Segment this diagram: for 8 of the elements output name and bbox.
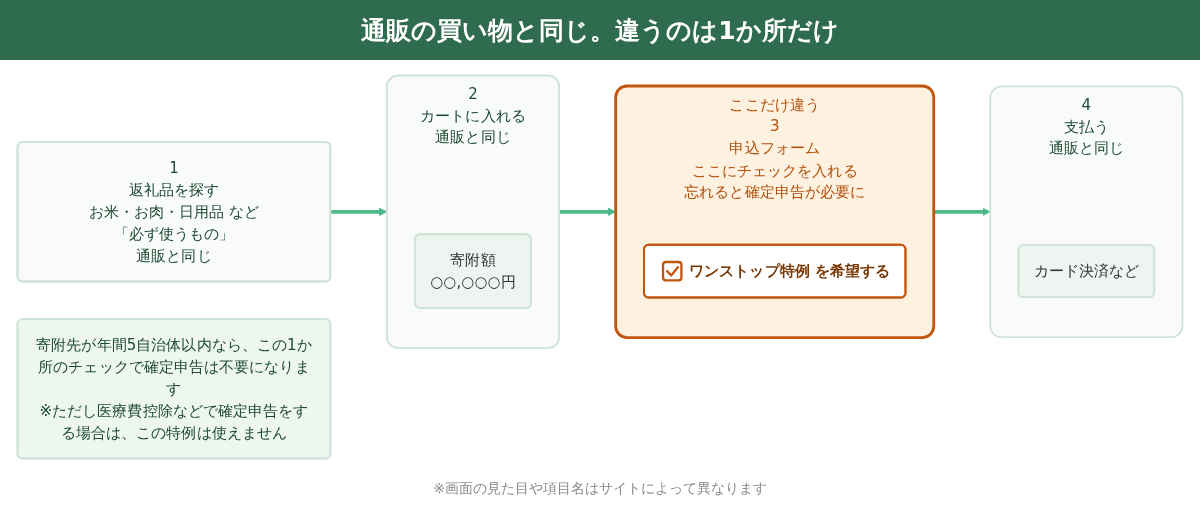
step-card: 1 返礼品を探す お米・お肉・日用品 など「必ず使うもの」 通販と同じ (16, 141, 332, 283)
checkbox-option-box: ワンストップ特例 を希望する (643, 243, 907, 299)
diagram-title: 通販の買い物と同じ。違うのは1か所だけ (361, 14, 839, 47)
amount-field: 寄附額 ○○,○○○円 (414, 233, 532, 309)
arrow (933, 207, 991, 216)
note-box: 寄附先が年間5自治体以内なら、この1か所のチェックで確定申告は不要になります ※ただし医療費控除などで確定申告をする場合は、この特例は使えません (16, 318, 332, 460)
footnote: ※画面の見た目や項目名はサイトによって異なります (433, 480, 767, 498)
payment-method-box: カード決済など (1017, 244, 1156, 299)
